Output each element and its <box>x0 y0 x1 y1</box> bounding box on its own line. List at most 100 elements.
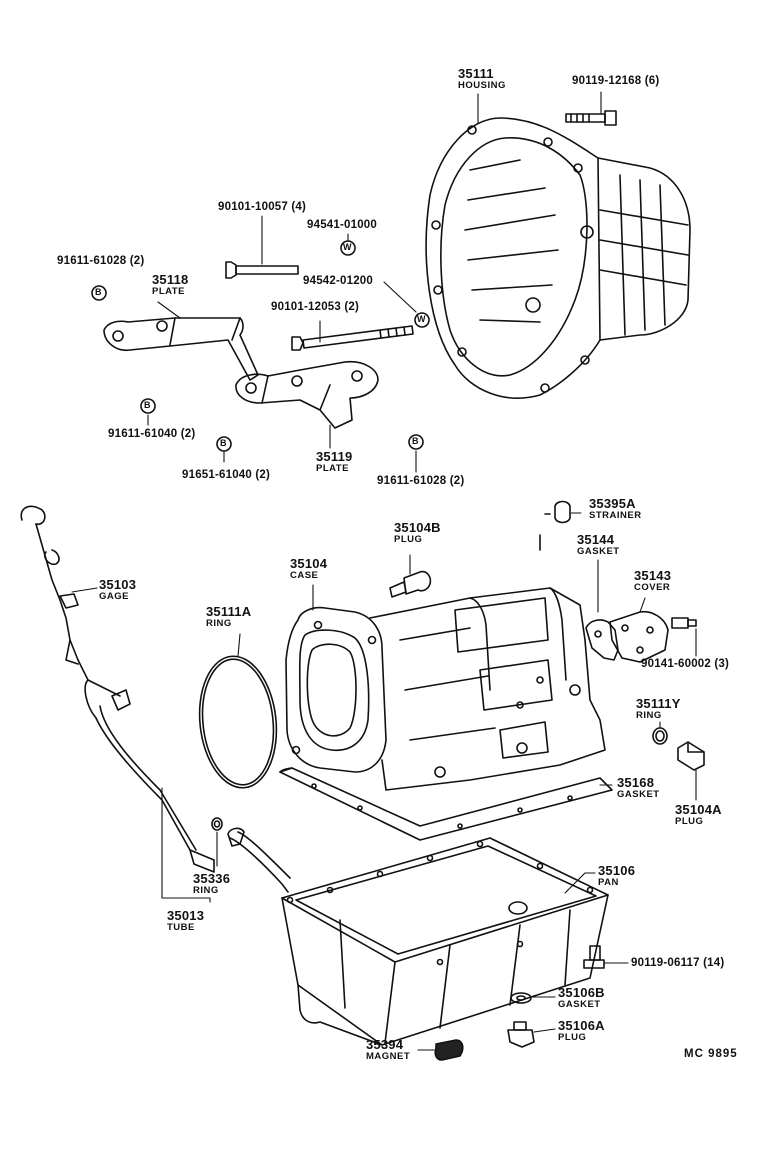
figure-code: MC 9895 <box>684 1048 738 1060</box>
part-name: STRAINER <box>589 510 642 521</box>
pan-part <box>282 838 608 1045</box>
part-number: 35143 <box>634 568 672 583</box>
part-number: 35111Y <box>636 696 681 711</box>
strainer-label: 35395A STRAINER <box>589 497 642 521</box>
part-name: RING <box>193 885 219 896</box>
part-name: PLUG <box>558 1032 587 1043</box>
cover-bolt-part <box>672 618 696 628</box>
plate-35119-label: 35119 PLATE <box>316 450 352 474</box>
ring-35336-part <box>212 818 222 830</box>
part-number: 35106A <box>558 1018 605 1033</box>
bolt-60002-label: 90141-60002 (3) <box>641 658 730 670</box>
pan-gasket-35106b-part <box>511 993 531 1003</box>
gasket-35144-label: 35144 GASKET <box>577 533 620 557</box>
nut-symbol-a: B <box>95 287 102 297</box>
washer-01000-label: 94541-01000 <box>307 219 377 231</box>
bolt-10057-label: 90101-10057 (4) <box>218 201 307 213</box>
nut-symbol-b: B <box>144 400 151 410</box>
washer-symbol-b: W <box>417 314 426 324</box>
washer-symbol-a: W <box>343 242 352 252</box>
part-number: 35144 <box>577 532 615 547</box>
case-plug-b-part <box>390 572 430 597</box>
nut-61040-label: 91611-61040 (2) <box>108 428 196 440</box>
part-name: RING <box>636 710 662 721</box>
part-number: 35104 <box>290 556 328 571</box>
magnet-label: 35394 MAGNET <box>366 1038 410 1062</box>
part-number: 35168 <box>617 775 655 790</box>
plate-35118-label: 35118 PLATE <box>152 273 188 297</box>
part-number: 35111 <box>458 66 494 81</box>
gage-part <box>21 506 88 680</box>
gage-label: 35103 GAGE <box>99 578 136 602</box>
strainer-part <box>540 502 570 551</box>
ring-35336-label: 35336 RING <box>193 872 230 896</box>
washer-01200-label: 94542-01200 <box>303 275 373 287</box>
part-number: 35103 <box>99 577 137 592</box>
cover-35143-part <box>610 612 668 662</box>
washer-01200-icon <box>415 313 429 327</box>
nut-icon-a <box>92 286 106 300</box>
pan-label: 35106 PAN <box>598 864 635 888</box>
part-name: PLATE <box>152 286 185 297</box>
plate-35118-part <box>104 318 258 380</box>
part-name: RING <box>206 618 232 629</box>
plug-35104a-part <box>678 742 704 770</box>
plug-b-label: 35104B PLUG <box>394 521 441 545</box>
plate-35119-part <box>236 362 378 428</box>
part-number: 35104A <box>675 802 722 817</box>
plug-35106a-label: 35106A PLUG <box>558 1019 605 1043</box>
nut-91651-label: 91651-61040 (2) <box>182 469 271 481</box>
nut-icon-b <box>141 399 155 413</box>
part-name: PLUG <box>675 816 704 827</box>
mount-bolt-10057 <box>226 262 298 278</box>
part-number: 35013 <box>167 908 205 923</box>
plug-35104a-label: 35104A PLUG <box>675 803 722 827</box>
housing-part <box>426 118 690 398</box>
part-name: PLUG <box>394 534 423 545</box>
gasket-35144-part <box>586 620 618 660</box>
part-number: 35118 <box>152 272 189 287</box>
nut-61028-b-label: 91611-61028 (2) <box>377 475 465 487</box>
nut-icon-c <box>217 437 231 451</box>
part-name: GASKET <box>577 546 620 557</box>
part-number: 35395A <box>589 496 636 511</box>
ring-35111y-label: 35111Y RING <box>636 697 681 721</box>
part-number: 35336 <box>193 871 231 886</box>
pan-plug-35106a-part <box>508 1022 534 1047</box>
housing-bolt <box>566 111 616 125</box>
part-name: PAN <box>598 877 619 888</box>
part-name: MAGNET <box>366 1051 411 1062</box>
nut-symbol-c: B <box>220 438 227 448</box>
part-number: 35394 <box>366 1037 404 1052</box>
part-name: GAGE <box>99 591 129 602</box>
nut-icon-d <box>409 435 423 449</box>
case-label: 35104 CASE <box>290 557 327 581</box>
bolt-12053-label: 90101-12053 (2) <box>271 301 360 313</box>
tube-part <box>85 680 290 892</box>
part-number: 35106B <box>558 985 605 1000</box>
part-name: HOUSING <box>458 80 506 91</box>
bolt-06117-label: 90119-06117 (14) <box>631 957 725 969</box>
pan-bolt-part <box>584 946 604 968</box>
part-name: GASKET <box>617 789 660 800</box>
mount-bolt-12053 <box>292 326 413 350</box>
tube-label: 35013 TUBE <box>167 909 204 933</box>
part-number: 35119 <box>316 449 353 464</box>
ring-35111a-label: 35111A RING <box>206 605 251 629</box>
part-name: TUBE <box>167 922 195 933</box>
housing-bolt-label: 90119-12168 (6) <box>572 75 660 87</box>
case-part <box>286 588 605 790</box>
nut-symbol-d: B <box>412 436 419 446</box>
gasket-35168-part <box>280 768 612 840</box>
cover-label: 35143 COVER <box>634 569 671 593</box>
part-name: COVER <box>634 582 671 593</box>
gasket-35106b-label: 35106B GASKET <box>558 986 605 1010</box>
gasket-35168-label: 35168 GASKET <box>617 776 660 800</box>
nut-61028-a-label: 91611-61028 (2) <box>57 255 145 267</box>
leader-lines <box>72 92 696 1050</box>
part-name: CASE <box>290 570 319 581</box>
part-number: 35111A <box>206 604 252 619</box>
housing-label: 35111 HOUSING <box>458 67 506 91</box>
part-name: PLATE <box>316 463 349 474</box>
